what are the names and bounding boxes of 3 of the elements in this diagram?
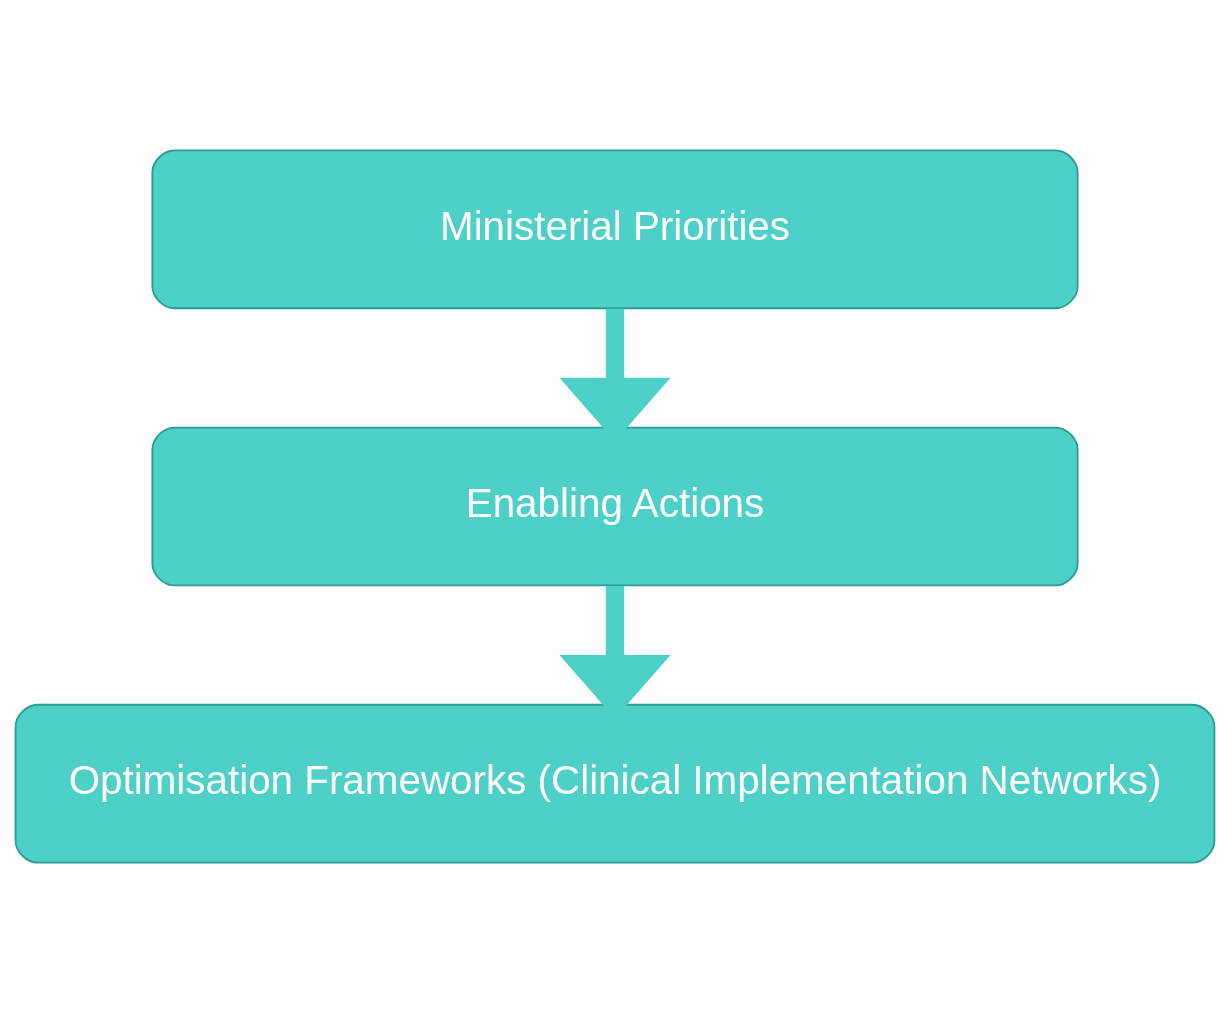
node-box: Optimisation Frameworks (Clinical Implementation Networks) xyxy=(14,703,1216,864)
node-box: Ministerial Priorities xyxy=(151,149,1079,310)
node-box: Enabling Actions xyxy=(151,426,1079,587)
